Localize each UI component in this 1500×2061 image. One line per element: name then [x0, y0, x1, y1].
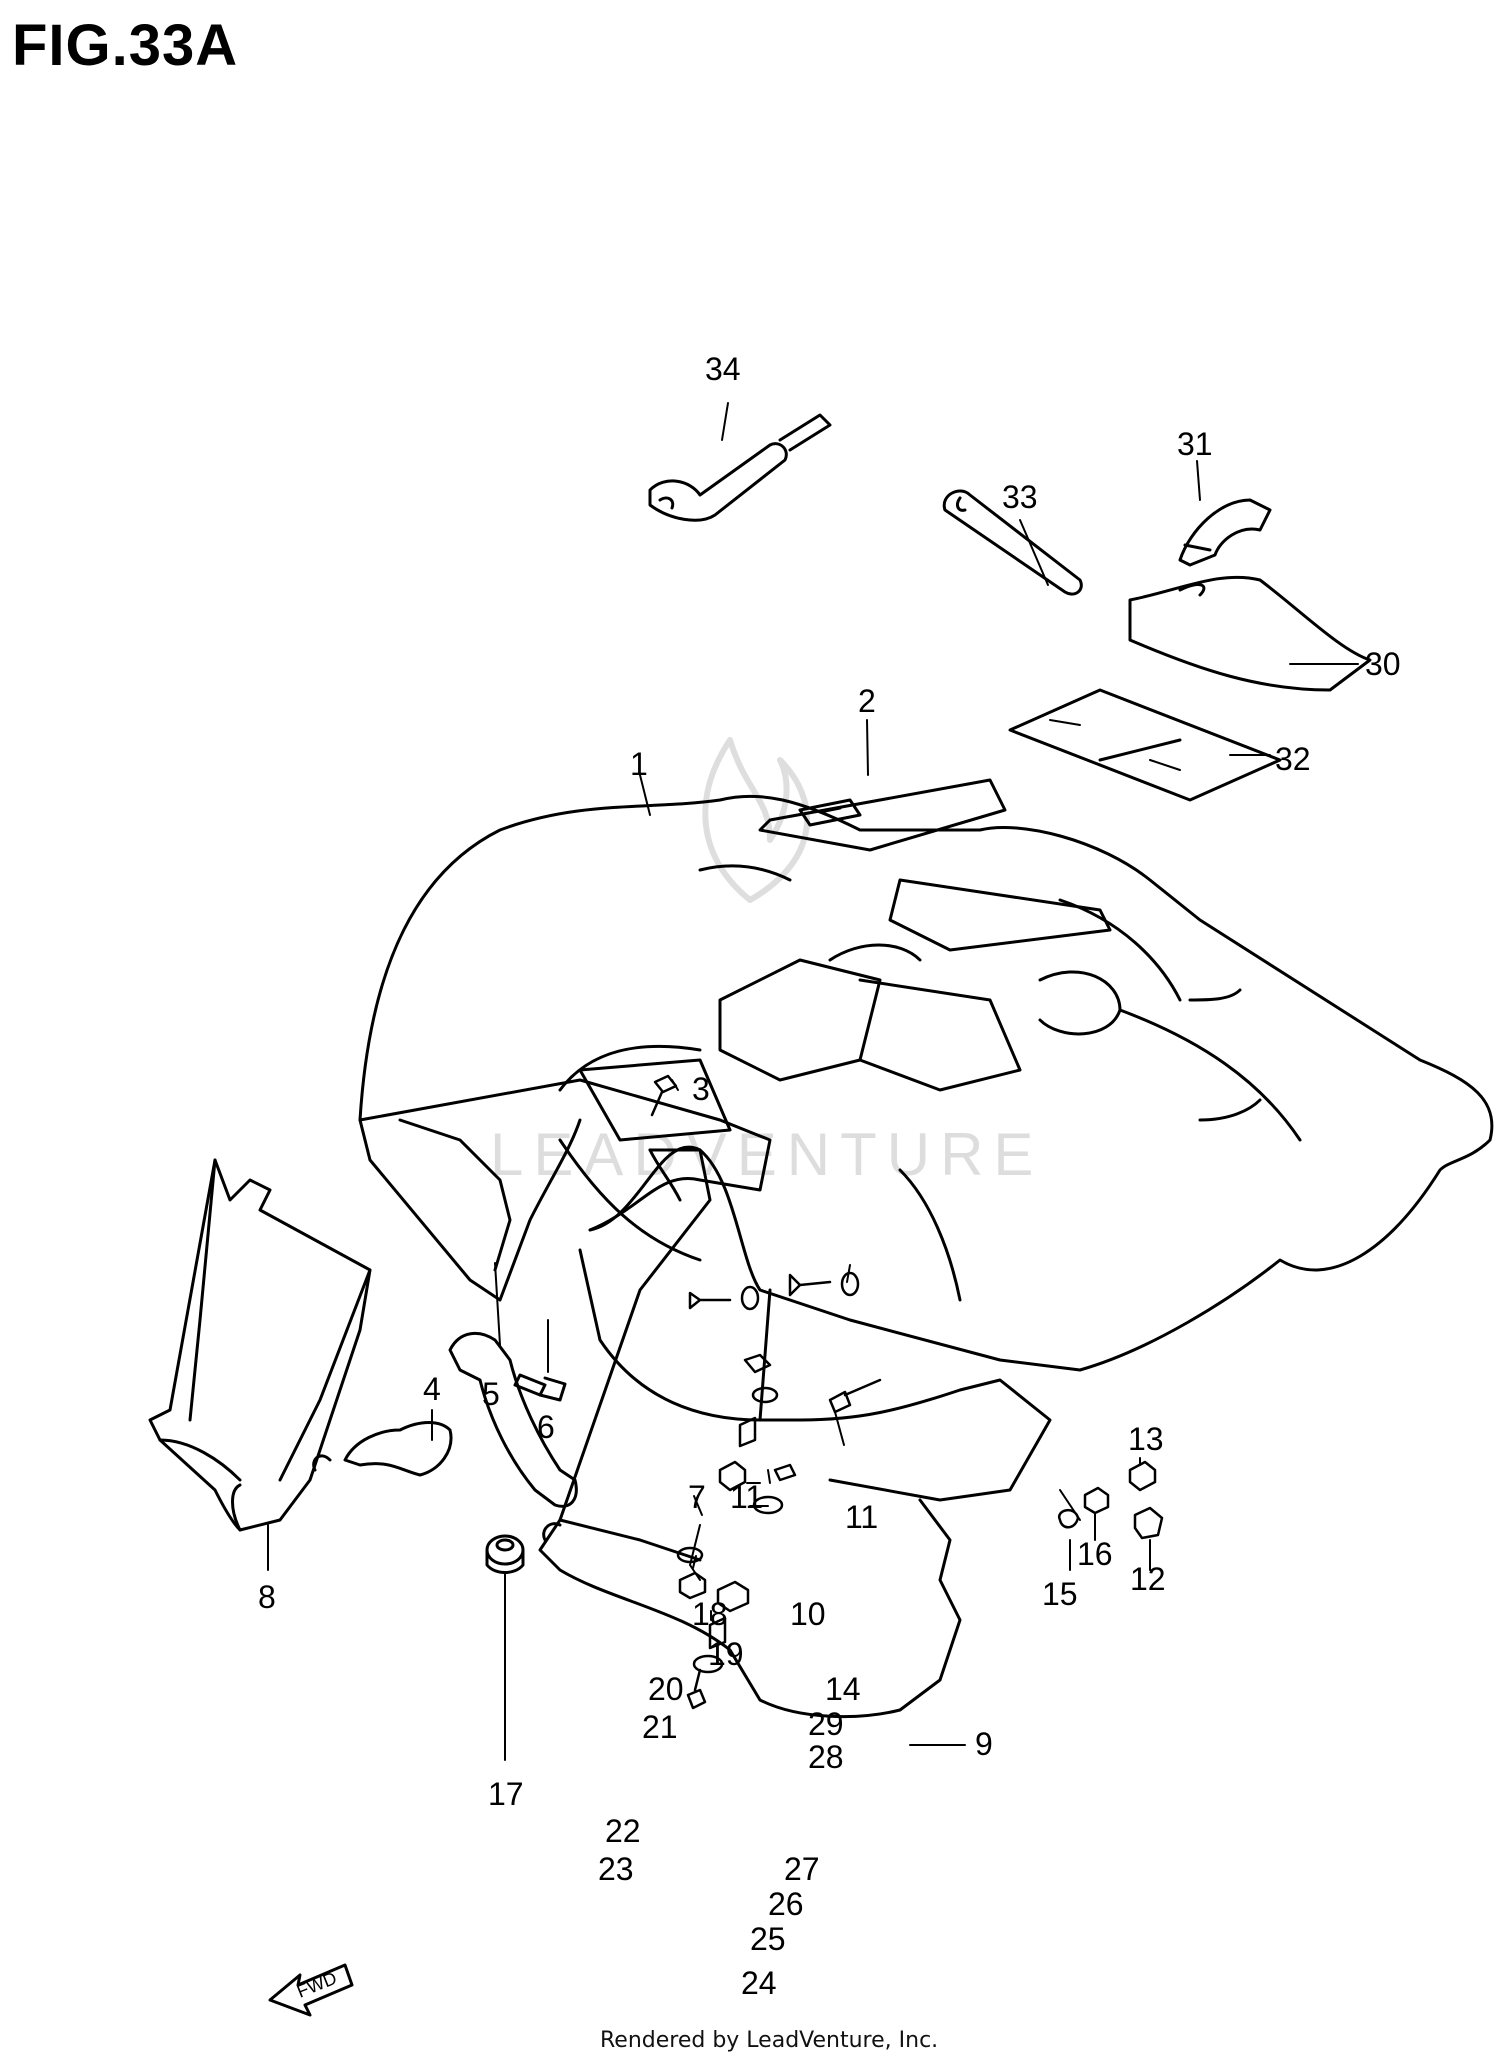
- washer-11b: [840, 1271, 860, 1297]
- seat-lid-panel: [758, 778, 1007, 852]
- callout-20: 20: [648, 1671, 684, 1707]
- clip-4: [343, 1421, 453, 1477]
- callout-30: 30: [1365, 646, 1401, 682]
- washer-11a: [740, 1285, 760, 1311]
- bolt-6: [513, 1373, 567, 1402]
- bolt-7: [688, 1291, 732, 1310]
- washer-25: [692, 1654, 724, 1674]
- callout-5: 5: [482, 1376, 500, 1412]
- callout-23: 23: [598, 1851, 634, 1887]
- nut-27: [716, 1580, 750, 1613]
- callout-6: 6: [537, 1409, 555, 1445]
- callout-27: 27: [784, 1851, 820, 1887]
- manual-sheet: [1008, 688, 1282, 802]
- figure-title: FIG.33A: [12, 13, 239, 78]
- callout-11b: 11: [845, 1499, 878, 1535]
- callout-1: 1: [630, 746, 648, 782]
- footer-credit: Rendered by LeadVenture, Inc.: [600, 2028, 939, 2053]
- watermark: LEADVENTURE: [490, 737, 1033, 1188]
- nut-16: [1083, 1486, 1110, 1515]
- callout-12: 12: [1130, 1561, 1166, 1597]
- screw-18: [743, 1353, 772, 1374]
- callout-31: 31: [1177, 426, 1213, 462]
- collar-26: [708, 1616, 727, 1650]
- clip-12: [1133, 1506, 1164, 1540]
- bolt-10: [788, 1273, 832, 1297]
- rear-fender: [358, 794, 1494, 1502]
- callout-28: 28: [808, 1739, 844, 1775]
- screw-14: [828, 1378, 882, 1414]
- nut-23: [678, 1571, 707, 1600]
- callout-10: 10: [790, 1596, 826, 1632]
- callout-13: 13: [1128, 1421, 1164, 1457]
- mud-guard-right: [538, 1148, 962, 1719]
- bracket-5: [448, 1331, 578, 1508]
- cap-29: [773, 1463, 797, 1482]
- watermark-flame-icon: [702, 737, 810, 903]
- callout-33: 33: [1002, 479, 1038, 515]
- callout-2: 2: [858, 683, 876, 719]
- callout-16: 16: [1077, 1536, 1113, 1572]
- leader-lines: [267, 402, 1359, 1761]
- grommet-17: [485, 1534, 525, 1574]
- hardware: [650, 1074, 1164, 1710]
- tool-bag: [1128, 575, 1372, 692]
- callout-21: 21: [642, 1709, 678, 1745]
- callout-34: 34: [705, 351, 741, 387]
- callout-15: 15: [1042, 1576, 1078, 1612]
- callout-14: 14: [825, 1671, 861, 1707]
- nut-21: [718, 1460, 747, 1492]
- callout-labels: 1 2 3 4 5 6 7 8 9 10 11 11 12 13 14 15 1…: [258, 351, 1401, 2001]
- callout-32: 32: [1275, 741, 1311, 777]
- callout-24: 24: [741, 1965, 777, 2001]
- callout-19: 19: [708, 1636, 744, 1672]
- callout-7: 7: [688, 1479, 706, 1515]
- mud-guard-left: [148, 1158, 372, 1532]
- callout-4: 4: [423, 1371, 441, 1407]
- callout-25: 25: [750, 1921, 786, 1957]
- callout-8: 8: [258, 1579, 276, 1615]
- callout-26: 26: [768, 1886, 804, 1922]
- callout-18: 18: [692, 1596, 728, 1632]
- callout-3: 3: [692, 1071, 710, 1107]
- callout-17: 17: [488, 1776, 524, 1812]
- spanner-wrench: [942, 489, 1083, 596]
- nut-13: [1128, 1460, 1157, 1492]
- callout-9: 9: [975, 1726, 993, 1762]
- washer-19: [751, 1386, 779, 1404]
- strap: [1178, 498, 1272, 567]
- callout-29: 29: [808, 1706, 844, 1742]
- bolt-24: [686, 1668, 707, 1710]
- callout-11a: 11: [730, 1479, 763, 1515]
- spark-plug-tool: [648, 413, 832, 522]
- collar-20: [738, 1416, 757, 1448]
- callout-22: 22: [605, 1813, 641, 1849]
- fwd-arrow-icon: FWD: [268, 1963, 354, 2017]
